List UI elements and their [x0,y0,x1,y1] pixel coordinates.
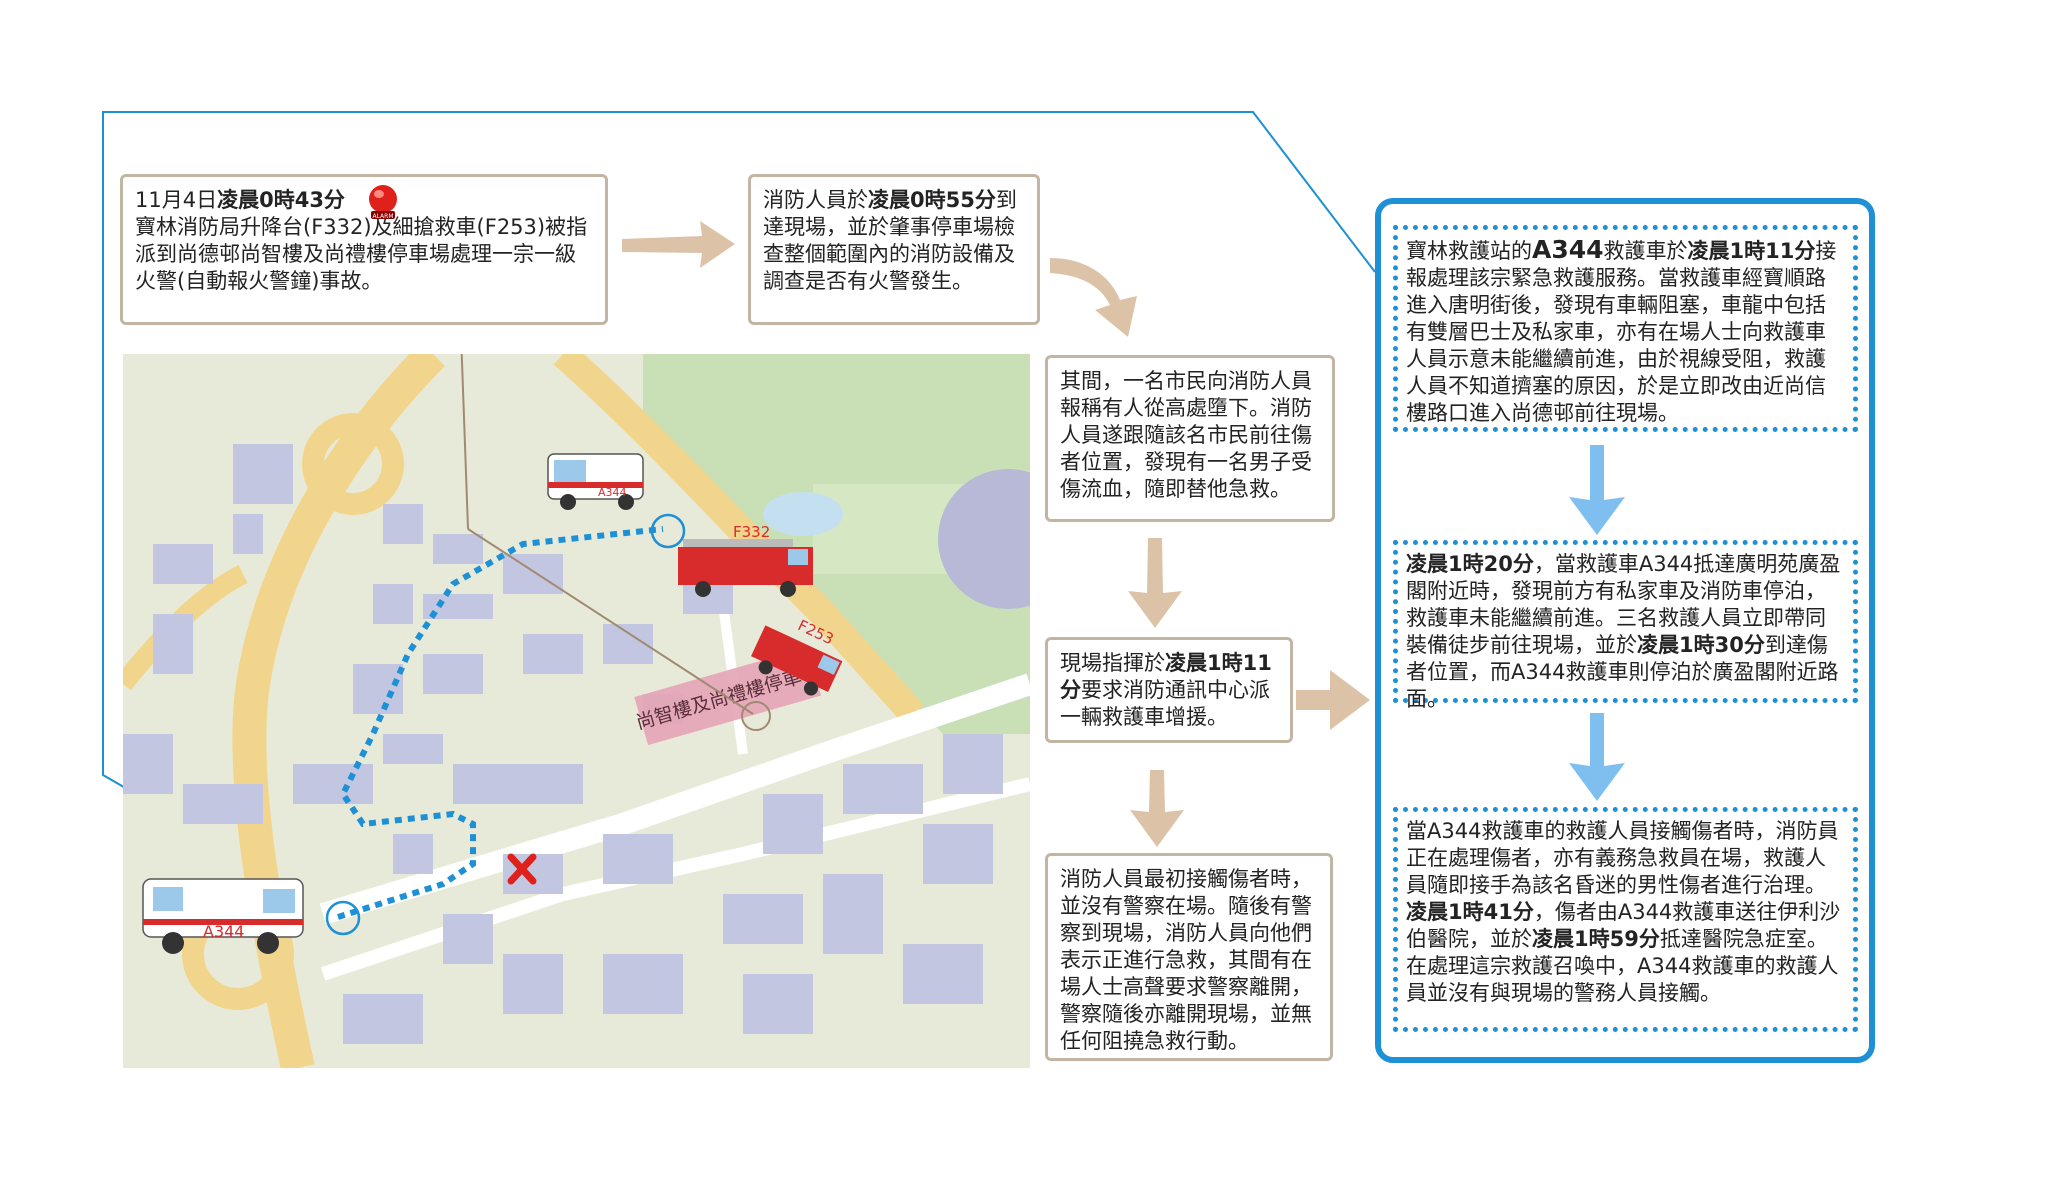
time-text: 凌晨1時41分 [1406,900,1534,924]
arrow-right-icon [622,221,735,268]
ambulance-icon: A344 [142,878,304,954]
ambulance-box-0141: 當A344救護車的救護人員接觸傷者時，消防員正在處理傷者，亦有義務急救員在場，救… [1393,807,1858,1032]
fire-truck-icon: F332 [678,523,813,597]
arrow-right-icon [1296,670,1370,730]
time-text: 凌晨1時30分 [1637,633,1765,657]
blocked-icon [507,853,537,885]
timeline-box-0111: 現場指揮於凌晨1時11分要求消防通訊中心派一輛救護車增援。 [1045,637,1293,743]
body-text: 消防人員最初接觸傷者時，並沒有警察在場。隨後有警察到現場，消防人員向他們表示正進… [1060,867,1312,1053]
body-text: 當A344救護車的救護人員接觸傷者時，消防員正在處理傷者，亦有義務急救員在場，救… [1406,819,1839,897]
arrow-down-icon [1569,713,1625,801]
body-text: 要求消防通訊中心派一輛救護車增援。 [1060,678,1270,729]
body-text-pre: 現場指揮於 [1060,651,1165,675]
alarm-icon: ALARM [365,183,401,223]
ambulance-code-bottom: A344 [203,922,244,941]
timeline-box-police: 消防人員最初接觸傷者時，並沒有警察在場。隨後有警察到現場，消防人員向他們表示正進… [1045,853,1333,1061]
body-text: 接報處理該宗緊急救護服務。當救護車經寶順路進入唐明街後，發現有車輛阻塞，車龍中包… [1406,239,1837,425]
time-text: 凌晨0時55分 [868,188,996,212]
ambulance-box-0111: 寶林救護站的A344救護車於凌晨1時11分接報處理該宗緊急救護服務。當救護車經寶… [1393,225,1858,432]
body-text-mid: 救護車於 [1603,239,1688,263]
body-text: ，當救護車A344抵達廣明苑廣盈閣附近時，發現前方有私家車及消防車停泊，救護車未… [1406,552,1841,657]
timeline-box-0055: 消防人員於凌晨0時55分到達現場，並於肇事停車場檢查整個範圍內的消防設備及調查是… [748,174,1040,325]
body-text-pre: 寶林救護站的 [1406,239,1532,263]
time-text: 凌晨1時20分 [1406,552,1534,576]
ambulance-code-top: A344 [598,486,627,499]
time-text: 凌晨0時43分 [217,188,345,212]
site-map: 尚智樓及尚禮樓停車場 A344 A344 [123,354,1030,1068]
arrow-curve-icon [1050,258,1137,337]
time-text: 凌晨1時11分 [1687,239,1816,263]
body-text: 到達現場，並於肇事停車場檢查整個範圍內的消防設備及調查是否有火警發生。 [763,188,1017,293]
timeline-box-0043: 11月4日凌晨0時43分 寶林消防局升降台(F332)及細搶救車(F253)被指… [120,174,608,325]
body-text: 其間，一名市民向消防人員報稱有人從高處墮下。消防人員遂跟隨該名市民前往傷者位置，… [1060,369,1312,501]
time-text: 凌晨1時11分 [1060,651,1272,702]
ambulance-box-0120: 凌晨1時20分，當救護車A344抵達廣明苑廣盈閣附近時，發現前方有私家車及消防車… [1393,540,1858,711]
body-text: 抵達醫院急症室。在處理這宗救護召喚中，A344救護車的救護人員並沒有與現場的警務… [1406,927,1839,1005]
body-text: 寶林消防局升降台(F332)及細搶救車(F253)被指派到尚德邨尚智樓及尚禮樓停… [135,215,588,293]
ambulance-code: A344 [1532,235,1604,264]
arrow-down-icon [1130,770,1184,847]
arrow-down-icon [1569,445,1625,535]
timeline-box-injury-report: 其間，一名市民向消防人員報稱有人從高處墮下。消防人員遂跟隨該名市民前往傷者位置，… [1045,355,1335,522]
body-text: 到達傷者位置，而A344救護車則停泊於廣盈閣附近路面。 [1406,633,1839,711]
arrow-down-icon [1128,538,1182,628]
time-text: 凌晨1時59分 [1532,927,1660,951]
fire-truck-label: F332 [733,523,770,541]
body-text-pre: 消防人員於 [763,188,868,212]
date-text: 11月4日 [135,188,218,212]
body-text: ，傷者由A344救護車送往伊利沙伯醫院，並於 [1406,900,1841,951]
alarm-label: ALARM [372,213,393,220]
ambulance-icon: A344 [547,453,644,510]
